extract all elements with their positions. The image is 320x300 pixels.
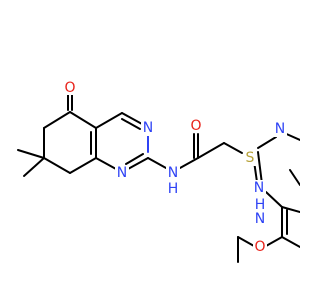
atom-n-pyrimidine-top: N [141, 120, 155, 136]
molecule-structure: O N N N H O S N N [17, 79, 300, 263]
bond [69, 157, 97, 174]
atom-label: N [255, 211, 265, 227]
atom-label: N [168, 165, 178, 181]
atom-label: O [64, 80, 75, 96]
bond [147, 157, 167, 169]
bond [127, 157, 149, 170]
bond [179, 157, 199, 169]
atom-label-hydrogen: H [255, 197, 266, 213]
atom-label: N [117, 165, 127, 181]
atom-o-ketone: O [63, 79, 77, 96]
bond [43, 157, 71, 174]
bond [281, 206, 300, 213]
bond [125, 153, 144, 165]
atom-n-amide: N H [166, 165, 180, 197]
atom-labels: O N N N H O S N N [63, 79, 287, 255]
bond [265, 236, 283, 247]
atom-s-thioether: S [243, 150, 257, 166]
atom-n-pyrimidine-bottom: N [115, 165, 129, 181]
atom-o-methoxy: O [253, 239, 267, 255]
atom-n-triazole-top: N [273, 121, 287, 137]
atom-o-amide: O [189, 117, 203, 134]
bond [197, 142, 225, 159]
atom-nh-triazole: H N [252, 196, 268, 227]
atom-n-triazole-left: N [252, 180, 266, 196]
quinazolinone-bonds [17, 94, 243, 177]
bond [23, 157, 45, 177]
bond [43, 111, 71, 129]
bond [17, 149, 45, 159]
bond [121, 118, 141, 130]
atom-label: O [190, 118, 201, 134]
atom-label-hydrogen: H [168, 181, 179, 197]
bond [69, 111, 97, 129]
atom-label: N [275, 121, 285, 137]
atom-label: S [246, 150, 255, 166]
bond [257, 151, 263, 185]
bond [257, 136, 277, 149]
atom-label: N [254, 180, 264, 196]
bond [281, 236, 300, 248]
atom-label: O [254, 239, 265, 255]
methoxyphenyl-bonds [237, 169, 300, 263]
atom-label: N [143, 120, 153, 136]
bond [237, 236, 255, 247]
bond [95, 112, 123, 129]
bond [289, 169, 300, 186]
bond [95, 157, 117, 170]
bond [121, 112, 143, 125]
bond [223, 142, 243, 154]
bond [265, 191, 283, 208]
molecule-canvas: O N N N H O S N N [17, 79, 300, 263]
